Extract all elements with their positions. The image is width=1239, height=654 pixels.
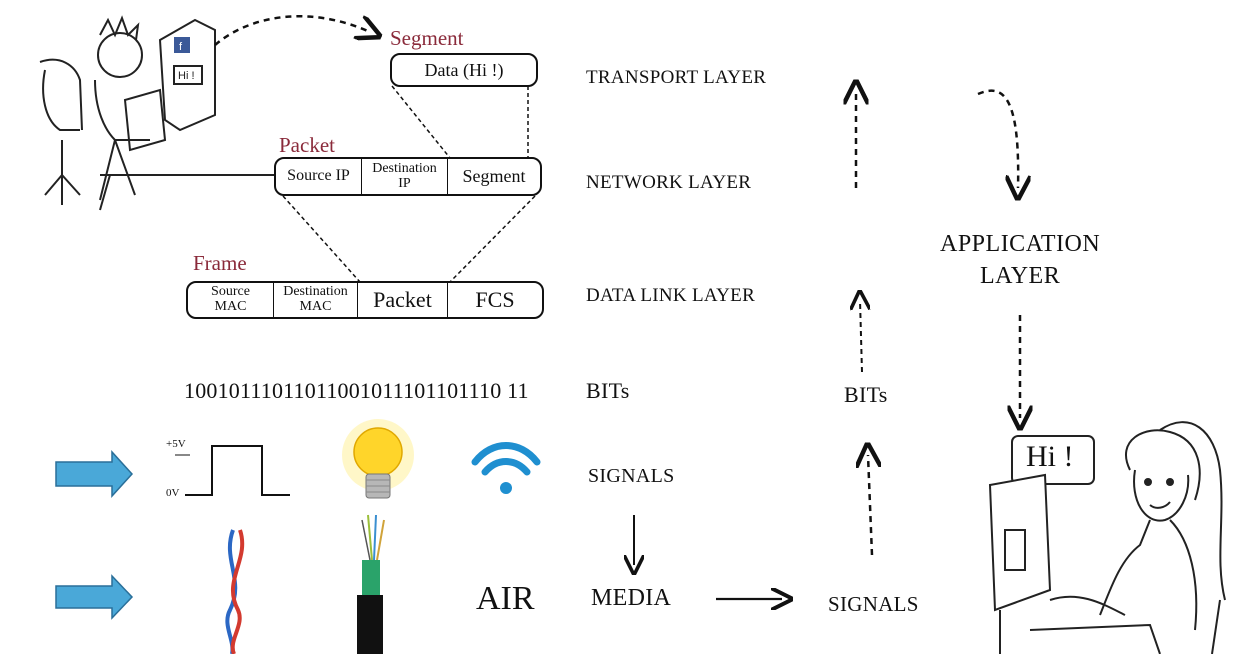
segment-header: Segment — [390, 26, 464, 50]
application-line2: LAYER — [979, 263, 1061, 290]
facebook-icon — [174, 37, 190, 53]
segment-data-cell: Data (Hi !) — [424, 59, 504, 80]
destination-mac-cell: Destination MAC — [274, 283, 358, 317]
source-mac-line1: Source — [211, 284, 250, 300]
receiver-signals-label: SIGNALS — [828, 592, 919, 616]
voltage-waveform — [175, 445, 290, 496]
data-link-layer-label: DATA LINK LAYER — [586, 285, 756, 306]
frame-header: Frame — [193, 251, 247, 275]
destination-mac-line1: Destination — [283, 284, 348, 300]
fcs-cell: FCS — [475, 287, 515, 313]
source-ip-cell: Source IP — [276, 159, 362, 194]
transport-layer-label: TRANSPORT LAYER — [586, 67, 767, 88]
signals-layer-label: SIGNALS — [588, 465, 675, 487]
signal-input-arrow — [55, 450, 134, 498]
packet-segment-cell: Segment — [462, 166, 526, 187]
receiver-bits-label: BITs — [844, 382, 888, 407]
source-mac-line2: MAC — [214, 299, 247, 314]
network-layer-label: NETWORK LAYER — [586, 172, 752, 193]
high-voltage-label: +5V — [166, 438, 186, 450]
frame-box: Source MAC Destination MAC Packet FCS — [186, 281, 544, 319]
wifi-icon — [471, 442, 541, 494]
air-media-label: AIR — [476, 580, 535, 617]
receiver-speech-text: Hi ! — [1026, 440, 1074, 473]
application-layer-label: APPLICATION LAYER — [940, 228, 1100, 293]
destination-mac-line2: MAC — [299, 299, 332, 314]
bits-layer-label: BITs — [586, 378, 630, 403]
low-voltage-label: 0V — [166, 487, 180, 499]
destination-ip-cell: Destination IP — [362, 159, 448, 194]
receiver-illustration — [988, 421, 1226, 654]
twisted-pair-cable — [225, 529, 245, 654]
frame-packet-cell: Packet — [358, 283, 448, 317]
svg-text:Hi !: Hi ! — [178, 70, 195, 82]
sender-illustration: f Hi ! — [39, 15, 300, 211]
destination-ip-line2: IP — [398, 175, 411, 191]
bit-stream: 10010111011011001011101101110 11 — [184, 378, 529, 403]
application-line1: APPLICATION — [940, 231, 1101, 257]
fiber-optic-cable — [357, 514, 385, 654]
destination-ip-line1: Destination — [372, 160, 437, 176]
source-mac-cell: Source MAC — [188, 283, 274, 317]
media-layer-label: MEDIA — [591, 585, 672, 611]
svg-text:f: f — [179, 41, 183, 53]
light-bulb-icon — [342, 419, 414, 499]
packet-box: Source IP Destination IP Segment — [274, 157, 542, 196]
segment-box: Data (Hi !) — [390, 53, 538, 87]
packet-header: Packet — [279, 133, 335, 157]
media-input-arrow — [55, 574, 134, 620]
